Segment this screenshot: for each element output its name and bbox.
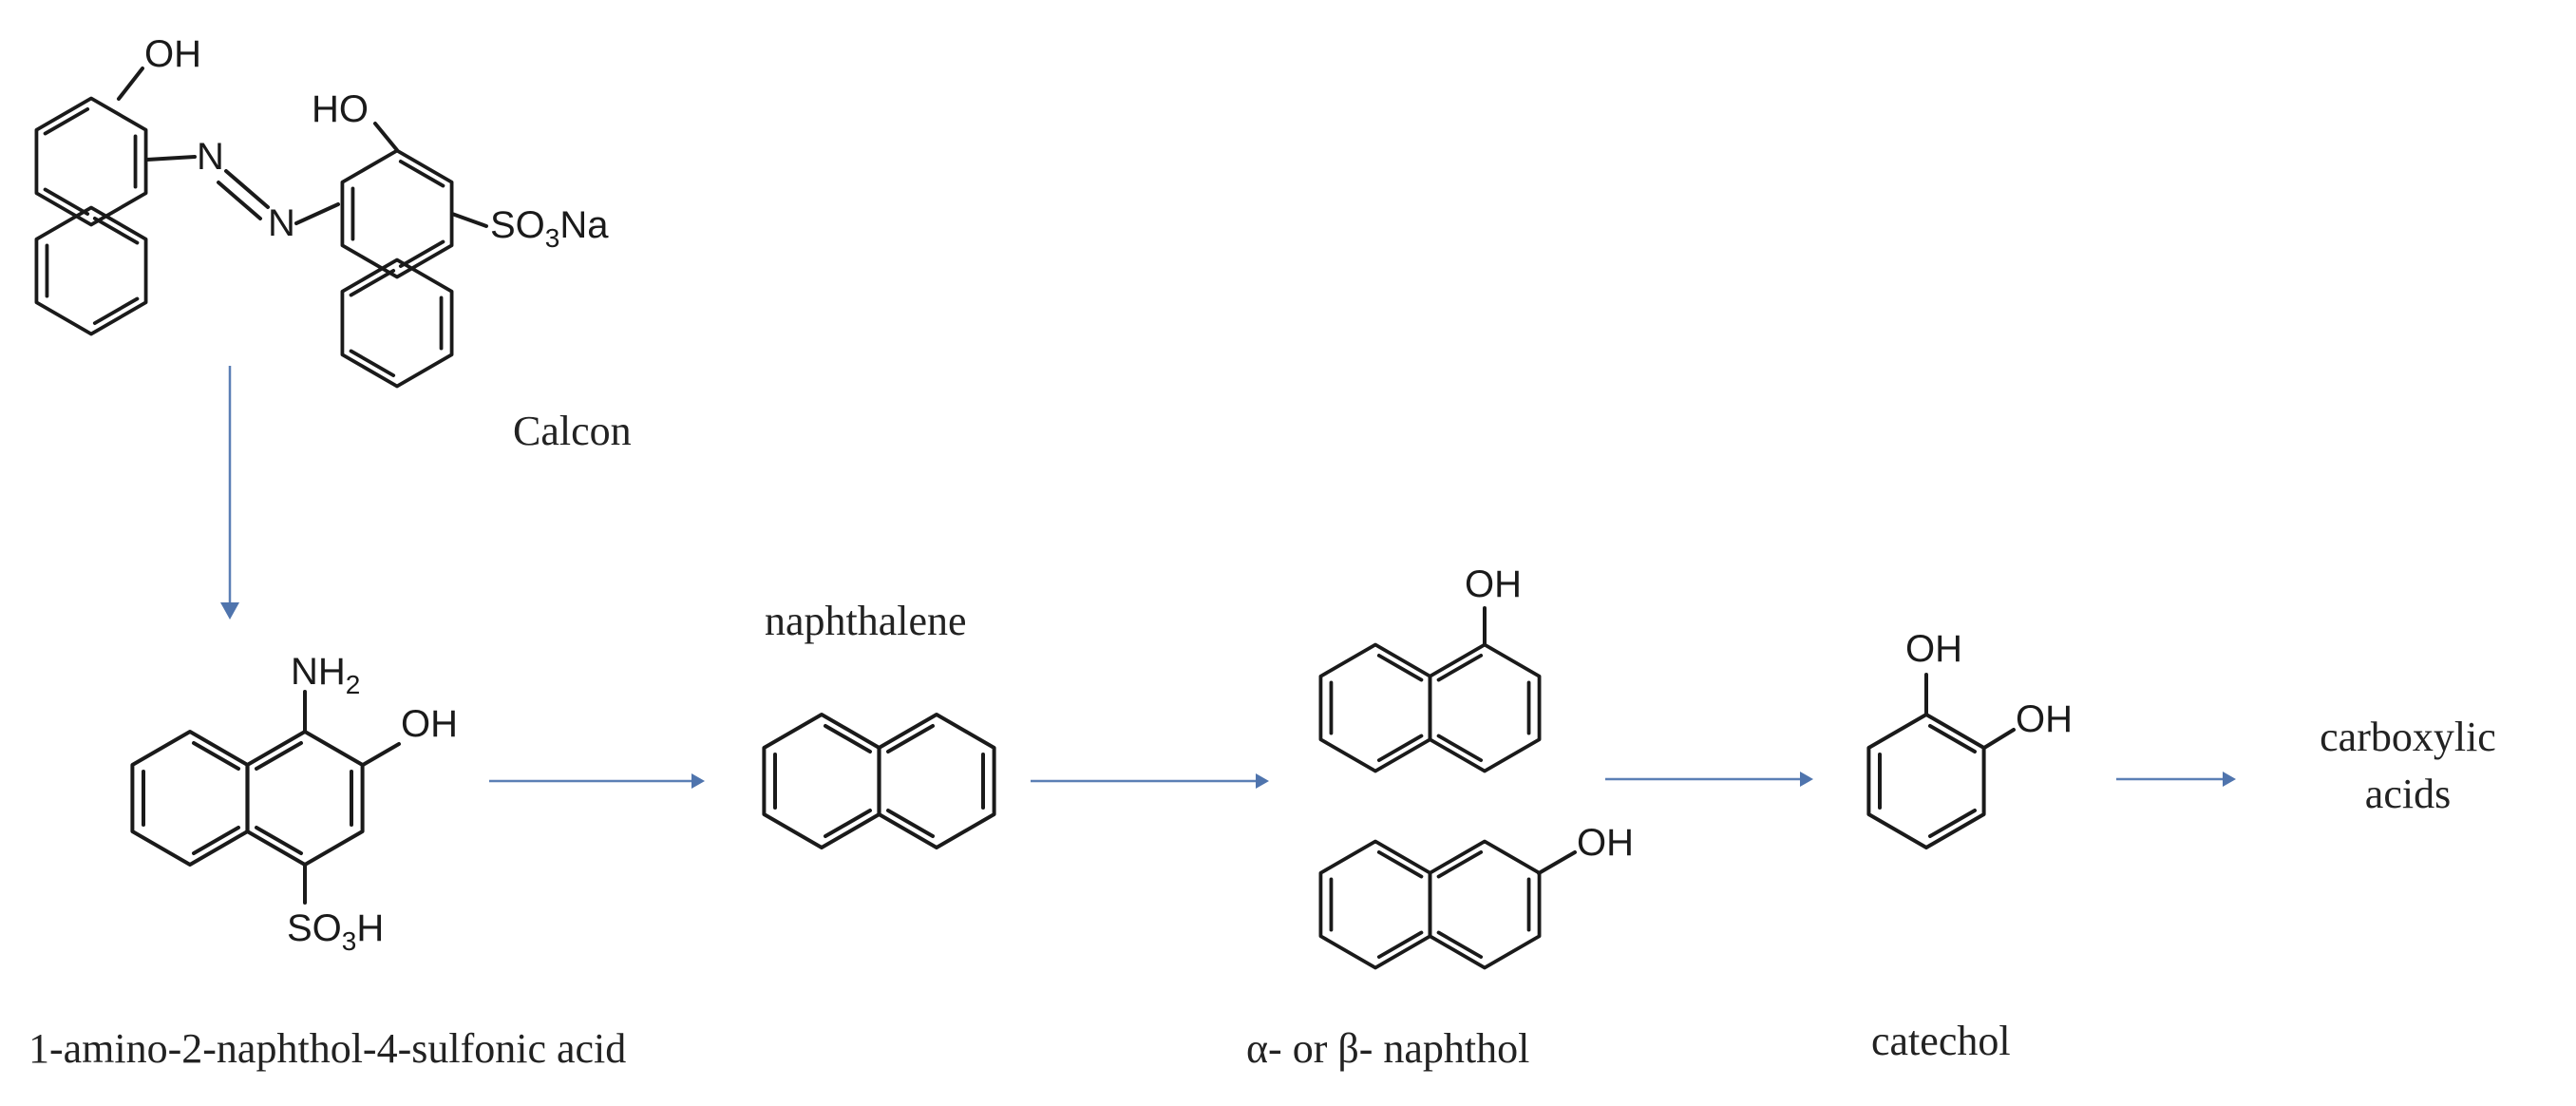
calcon-so3na-label: SO3Na [490,204,609,253]
calcon-structure: OH N N HO SO3Na [34,33,609,389]
calcon-azo-n1: N [197,136,224,178]
arrow-aminonaphthol-to-naphthalene [489,773,705,789]
aminonaphthol-structure: NH2 OH SO3H [130,651,458,956]
beta-naphthol-oh-bond [1537,850,1577,875]
arrow-catechol-to-carboxylic-acids [2116,772,2236,787]
naphthalene-caption: naphthalene [765,598,967,644]
calcon-oh-label-1: OH [144,33,201,75]
aminonaphthol-so3h-label: SO3H [287,907,384,956]
beta-naphthol-structure: OH [1318,822,1634,970]
aminonaphthol-oh-bond [361,742,401,767]
calcon-naphthyl-ring-1 [34,96,148,336]
calcon-oh-bond-1 [117,67,144,101]
calcon-so3na-bond [450,212,488,228]
catechol-oh-label-1: OH [1905,628,1962,670]
catechol-structure: OH OH [1866,628,2073,849]
calcon-azo-bond-1 [145,155,197,162]
calcon-azo-bond-2 [294,202,340,225]
catechol-oh-label-2: OH [2016,698,2073,740]
naphthalene-structure [762,713,996,849]
arrow-naphthol-to-catechol [1605,772,1813,787]
arrow-naphthalene-to-naphthol [1031,773,1269,789]
calcon-naphthyl-ring-2 [340,148,454,389]
catechol-oh-bond-2 [1982,728,2016,750]
calcon-azo-n2: N [268,202,295,244]
carboxylic-acids-line-2: acids [2365,771,2451,817]
carboxylic-acids-line-1: carboxylic [2320,714,2496,760]
catechol-caption: catechol [1871,1018,2011,1064]
calcon-oh-bond-2 [373,122,399,152]
alpha-naphthol-structure: OH [1318,563,1542,773]
calcon-azo-double-bond [224,169,270,209]
aminonaphthol-oh-label: OH [401,703,458,745]
calcon-oh-label-2: HO [312,88,369,130]
beta-naphthol-oh-label: OH [1577,822,1634,864]
aminonaphthol-nh2-label: NH2 [291,651,360,699]
aminonaphthol-caption: 1-amino-2-naphthol-4-sulfonic acid [28,1025,626,1072]
calcon-caption: Calcon [513,408,632,454]
alpha-naphthol-oh-label: OH [1465,563,1522,605]
arrow-calcon-to-aminonaphthol [220,366,239,620]
naphthol-caption: α- or β- naphthol [1246,1025,1529,1072]
